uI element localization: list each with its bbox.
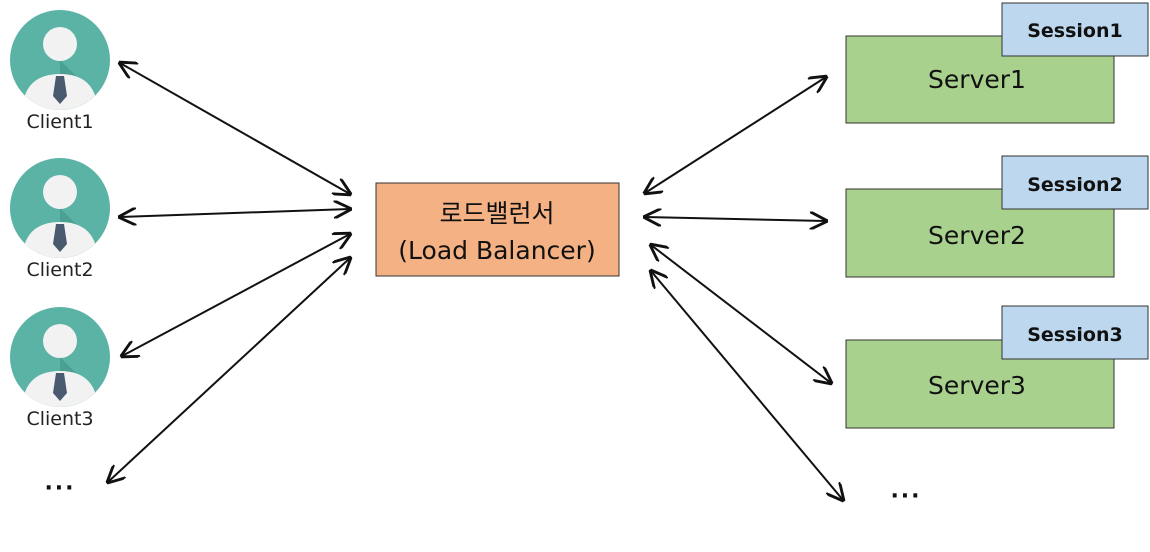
server-1: Server1 Session1 xyxy=(845,2,1149,124)
servers-more-ellipsis: ··· xyxy=(890,484,921,509)
clients-more-ellipsis: ··· xyxy=(44,476,75,501)
client-1: Client1 xyxy=(10,10,110,133)
load-balancer-label-english: (Load Balancer) xyxy=(398,236,595,265)
client2-lb-arrow xyxy=(120,209,350,217)
load-balancer-node: 로드밸런서 (Load Balancer) xyxy=(375,182,620,277)
client-label: Client1 xyxy=(26,111,93,133)
user-avatar-icon xyxy=(10,307,110,407)
lb-server1-arrow xyxy=(645,77,826,193)
clientN-lb-arrow xyxy=(108,258,350,482)
session-label: Session3 xyxy=(1027,324,1123,346)
lb-server2-arrow xyxy=(645,217,826,221)
client3-lb-arrow xyxy=(122,234,350,356)
user-avatar-icon xyxy=(10,158,110,258)
session-box xyxy=(1001,2,1149,57)
session-label: Session2 xyxy=(1027,174,1123,196)
lb-serverN-arrow xyxy=(651,271,843,500)
server-2: Server2 Session2 xyxy=(845,155,1149,278)
user-avatar-icon xyxy=(10,10,110,110)
session-box xyxy=(1001,305,1149,360)
client-label: Client2 xyxy=(26,259,93,281)
lb-server3-arrow xyxy=(651,245,831,383)
load-balancer-label-korean: 로드밸런서 xyxy=(439,199,554,228)
session-box xyxy=(1001,155,1149,210)
session-label: Session1 xyxy=(1027,20,1123,42)
server-label: Server2 xyxy=(928,221,1026,250)
client-2: Client2 xyxy=(10,158,110,281)
server-3: Server3 Session3 xyxy=(845,305,1149,429)
server-label: Server1 xyxy=(928,65,1026,94)
server-label: Server3 xyxy=(928,371,1026,400)
client1-lb-arrow xyxy=(120,63,350,194)
client-label: Client3 xyxy=(26,408,93,430)
client-3: Client3 xyxy=(10,307,110,430)
